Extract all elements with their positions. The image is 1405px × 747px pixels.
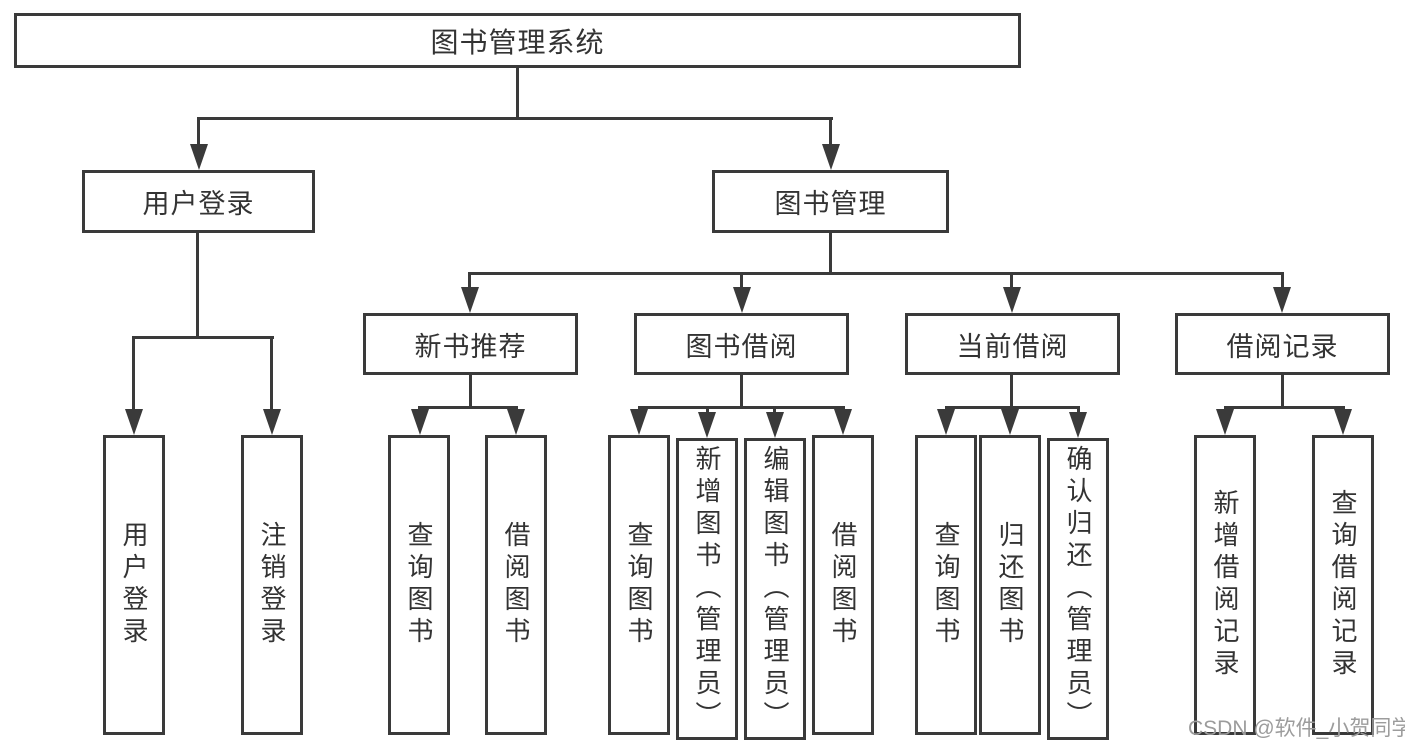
node-label: 借阅记录: [1226, 331, 1339, 362]
node-user-login: 用户登录: [82, 170, 315, 233]
connector-shaft: [1224, 406, 1227, 411]
connector-shaft: [1342, 406, 1345, 411]
arrow-down-icon: [125, 409, 143, 435]
arrow-down-icon: [1001, 409, 1019, 435]
node-label: 新书推荐: [414, 331, 527, 362]
arrow-down-icon: [834, 409, 852, 435]
leaf-label: 新增图书（管理员）: [692, 445, 722, 733]
connector-bar: [1224, 406, 1345, 409]
leaf-label: 新增借阅记录: [1210, 489, 1240, 681]
connector-shaft: [132, 336, 135, 409]
node-new-book-recommend: 新书推荐: [363, 313, 578, 375]
leaf-borrow-books-recommend: 借阅图书: [485, 435, 547, 735]
connector-shaft: [740, 272, 743, 287]
arrow-down-icon: [822, 144, 840, 170]
leaf-query-borrow-record: 查询借阅记录: [1312, 435, 1374, 735]
csdn-watermark: CSDN @软件_小贺同学: [1188, 717, 1405, 740]
leaf-label: 注销登录: [257, 521, 287, 649]
leaf-borrow-books-borrowing: 借阅图书: [812, 435, 874, 735]
leaf-label: 用户登录: [119, 521, 149, 649]
node-current-borrowing: 当前借阅: [905, 313, 1120, 375]
arrow-down-icon: [1069, 412, 1087, 438]
leaf-label: 借阅图书: [501, 521, 531, 649]
leaf-label: 查询借阅记录: [1328, 489, 1358, 681]
arrow-down-icon: [461, 287, 479, 313]
node-label: 用户登录: [142, 189, 255, 219]
leaf-query-books-recommend: 查询图书: [388, 435, 450, 735]
connector-root-bar: [197, 117, 833, 120]
connector-shaft: [1281, 272, 1284, 287]
connector-shaft: [1077, 406, 1080, 414]
leaf-label: 编辑图书（管理员）: [760, 445, 790, 733]
leaf-confirm-return-admin: 确认归还（管理员）: [1047, 438, 1109, 740]
arrow-down-icon: [937, 409, 955, 435]
connector-shaft: [1009, 406, 1012, 411]
leaf-label: 查询图书: [931, 521, 961, 649]
connector-bookmgmt-stem: [829, 231, 832, 272]
arrow-down-icon: [766, 412, 784, 438]
leaf-user-login: 用户登录: [103, 435, 165, 735]
arrow-down-icon: [263, 409, 281, 435]
leaf-label: 借阅图书: [828, 521, 858, 649]
connector-shaft: [270, 336, 273, 409]
connector-stem: [1010, 373, 1013, 406]
connector-shaft-user-login: [197, 117, 200, 147]
connector-shaft: [773, 406, 776, 414]
connector-stem: [469, 373, 472, 406]
leaf-edit-books-admin: 编辑图书（管理员）: [744, 438, 806, 740]
connector-bar: [945, 406, 1080, 409]
node-label: 当前借阅: [956, 331, 1069, 362]
connector-shaft: [418, 406, 421, 411]
arrow-down-icon: [733, 287, 751, 313]
arrow-down-icon: [1334, 409, 1352, 435]
leaf-return-books: 归还图书: [979, 435, 1041, 735]
arrow-down-icon: [507, 409, 525, 435]
connector-shaft: [1010, 272, 1013, 287]
leaf-query-books-borrowing: 查询图书: [608, 435, 670, 735]
arrow-down-icon: [1216, 409, 1234, 435]
connector-userlogin-stem: [196, 231, 199, 336]
node-book-borrowing: 图书借阅: [634, 313, 849, 375]
connector-bar: [638, 406, 845, 409]
arrow-down-icon: [630, 409, 648, 435]
node-borrowing-records: 借阅记录: [1175, 313, 1390, 375]
leaf-label: 确认归还（管理员）: [1063, 445, 1093, 733]
connector-stem: [740, 373, 743, 406]
node-label: 图书借阅: [685, 331, 798, 362]
leaf-label: 归还图书: [995, 521, 1025, 649]
connector-bar: [418, 406, 518, 409]
connector-stem: [1281, 373, 1284, 406]
node-library-management-system: 图书管理系统: [14, 13, 1021, 68]
leaf-add-borrow-record: 新增借阅记录: [1194, 435, 1256, 735]
connector-shaft: [945, 406, 948, 411]
arrow-down-icon: [698, 412, 716, 438]
arrow-down-icon: [1003, 287, 1021, 313]
leaf-add-books-admin: 新增图书（管理员）: [676, 438, 738, 740]
connector-shaft: [638, 406, 641, 411]
leaf-logout: 注销登录: [241, 435, 303, 735]
arrow-down-icon: [411, 409, 429, 435]
connector-shaft: [842, 406, 845, 411]
leaf-label: 查询图书: [624, 521, 654, 649]
connector-bookmgmt-bar: [468, 272, 1284, 275]
leaf-query-books-current: 查询图书: [915, 435, 977, 735]
connector-shaft-book-mgmt: [829, 117, 832, 147]
node-label: 图书管理系统: [430, 26, 605, 58]
node-label: 图书管理: [774, 189, 887, 219]
node-book-management: 图书管理: [712, 170, 949, 233]
connector-userlogin-bar: [132, 336, 274, 339]
connector-shaft: [514, 406, 517, 411]
arrow-down-icon: [1273, 287, 1291, 313]
connector-root-stem: [516, 66, 519, 117]
connector-shaft: [468, 272, 471, 287]
connector-shaft: [706, 406, 709, 414]
leaf-label: 查询图书: [404, 521, 434, 649]
arrow-down-icon: [190, 144, 208, 170]
